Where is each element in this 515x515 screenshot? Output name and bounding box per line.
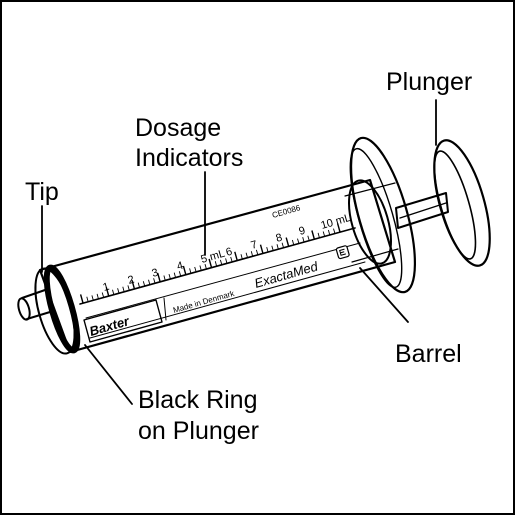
scale-number-3: 3: [151, 267, 160, 280]
plunger-rod: [395, 192, 449, 229]
scale-major-tick: [285, 237, 290, 247]
scale-minor-tick: [255, 249, 259, 255]
scale-minor-tick: [86, 296, 89, 302]
scale-number-6: 6: [225, 246, 234, 259]
barrel-body: [38, 178, 397, 354]
scale-minor-tick: [122, 286, 125, 292]
scale-minor-tick: [297, 238, 300, 244]
band-line-bottom: [89, 261, 366, 339]
band-line-top: [85, 242, 361, 319]
scale-number-1: 1: [102, 281, 111, 294]
scale-minor-tick: [307, 235, 310, 241]
scale-major-tick: [182, 265, 187, 275]
scale-major-tick: [311, 230, 315, 240]
label-ring-line2: on Plunger: [138, 417, 259, 445]
label-plunger: Plunger: [386, 68, 472, 96]
scale-minor-tick: [153, 278, 156, 284]
tip-end: [17, 297, 31, 321]
scale-minor-tick: [204, 263, 207, 270]
scale-minor-tick: [291, 239, 295, 245]
scale-minor-tick: [178, 271, 182, 277]
brand-divider: [163, 297, 167, 321]
label-ring-line1: Black Ring: [138, 386, 258, 414]
scale-minor-tick: [317, 232, 320, 238]
inner-plunger-lines: [344, 182, 399, 263]
scale-major-tick: [259, 244, 264, 254]
product-logo-icon: [335, 245, 350, 260]
scale-minor-tick: [127, 285, 130, 291]
barrel-back-end: [348, 179, 392, 265]
scale-major-tick: [79, 294, 84, 304]
ring-leader: [84, 344, 133, 405]
barrel: [34, 178, 399, 355]
barrel-flange: [349, 136, 417, 294]
scale-number-4: 4: [176, 260, 185, 273]
scale-minor-tick: [142, 281, 146, 287]
scale-number-7: 7: [250, 239, 259, 252]
scale-minor-tick: [281, 242, 284, 248]
leader-lines: [41, 99, 437, 405]
brand-box: [83, 299, 163, 343]
scale-major-tick: [234, 251, 238, 261]
scale-minor-tick: [266, 246, 269, 253]
scale-minor-tick: [137, 282, 140, 288]
scale-ticks: [79, 223, 341, 304]
scale-number-9: 9: [298, 225, 307, 238]
scale-minor-tick: [148, 279, 151, 285]
scale-major-tick: [105, 287, 110, 297]
scale-minor-tick: [225, 258, 228, 264]
black-ring: [43, 264, 81, 354]
scale-baseline: [79, 227, 356, 305]
scale-minor-tick: [214, 261, 218, 267]
scale-minor-tick: [194, 266, 197, 272]
scale-minor-tick: [117, 288, 120, 294]
scale-minor-tick: [112, 289, 115, 295]
scale-number-2: 2: [127, 274, 136, 287]
scale-minor-tick: [276, 244, 279, 250]
scale-minor-tick: [91, 295, 94, 301]
scale-minor-tick: [302, 236, 305, 243]
scale-minor-tick: [101, 292, 105, 298]
label-dosage-line1: Dosage: [135, 114, 221, 142]
scale-minor-tick: [173, 272, 176, 278]
barrel-flange-rim: [349, 147, 403, 289]
scale-minor-tick: [322, 231, 326, 237]
scale-major-tick: [157, 272, 161, 282]
scale-minor-tick: [240, 254, 243, 260]
scale-minor-tick: [189, 268, 192, 274]
scale-minor-tick: [199, 265, 202, 271]
tip-nozzle: [21, 289, 51, 320]
label-dosage-line2: Indicators: [135, 144, 243, 172]
scale-minor-tick: [327, 229, 331, 235]
plunger: [395, 139, 491, 267]
label-barrel: Barrel: [395, 340, 462, 368]
scale-number-8: 8: [275, 232, 284, 245]
scale-major-tick: [131, 280, 136, 289]
scale-minor-tick: [271, 245, 274, 251]
scale-minor-tick: [245, 252, 248, 258]
label-tip: Tip: [25, 178, 59, 206]
scale-minor-tick: [230, 256, 233, 262]
scale-minor-tick: [250, 251, 254, 257]
barrel-leader: [359, 267, 409, 323]
scale-major-tick: [336, 223, 341, 233]
scale-minor-tick: [333, 228, 336, 234]
plunger-thumb-rest-rim: [433, 150, 477, 260]
scale-minor-tick: [219, 259, 223, 265]
scale-minor-tick: [168, 273, 171, 280]
scale-minor-tick: [163, 275, 166, 281]
scale-minor-tick: [96, 293, 99, 299]
scale-major-tick: [208, 258, 213, 268]
tip: [17, 289, 51, 321]
